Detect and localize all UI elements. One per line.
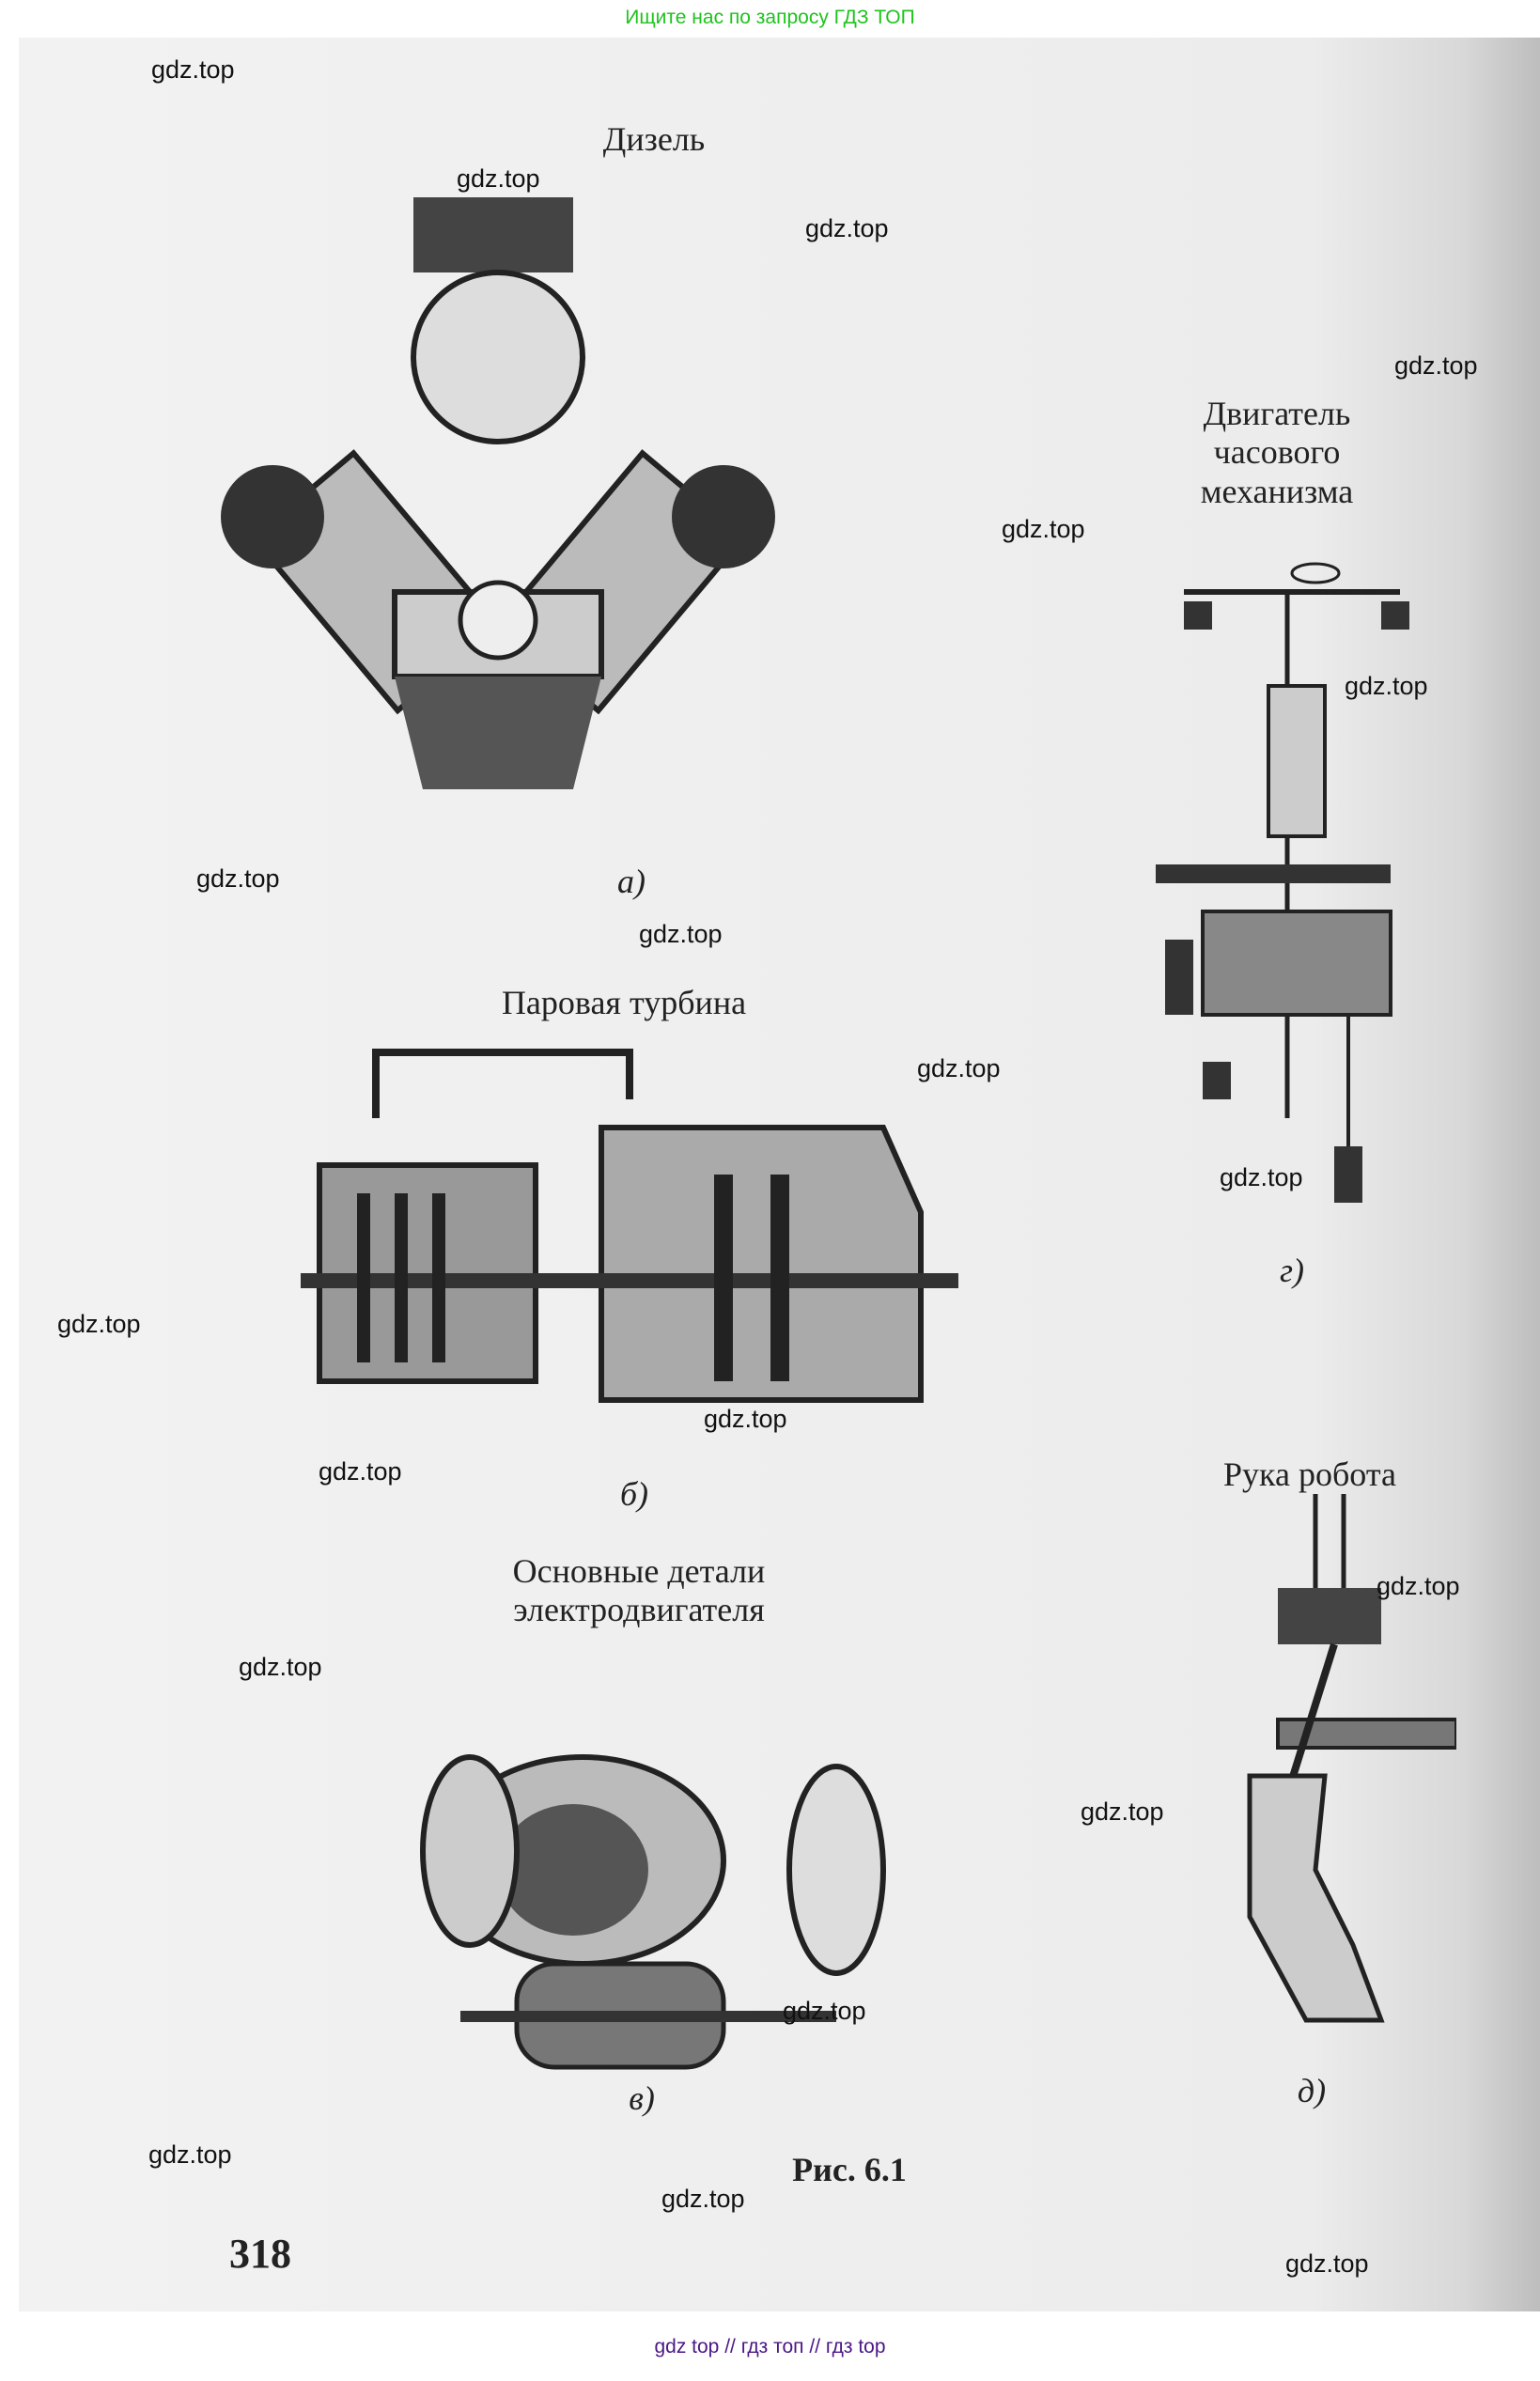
clock-title-line-2: часового [1213,433,1341,472]
watermark: gdz.top [805,214,889,242]
motor-title-line-1: Основные детали [512,1552,766,1590]
robot-title: Рука робота [1223,1455,1396,1493]
motor-title-line-2: электродвигателя [513,1591,765,1629]
watermark: gdz.top [148,2140,232,2169]
figure-caption: Рис. 6.1 [792,2151,907,2188]
watermark: gdz.top [1345,672,1428,700]
turbine-title: Паровая турбина [501,984,747,1021]
watermark: gdz.top [917,1054,1001,1082]
watermark: gdz.top [151,55,235,84]
steam-turbine-illustration [301,1049,958,1403]
watermark: gdz.top [457,164,540,193]
watermark: gdz.top [1220,1163,1303,1191]
page-number: 318 [229,2231,291,2277]
watermark: gdz.top [1394,351,1478,380]
top-banner[interactable]: Ищите нас по запросу ГДЗ ТОП [625,7,915,28]
clock-title-line-3: механизма [1200,472,1354,510]
motor-title: Основные детали электродвигателя [404,1552,874,1630]
watermark: gdz.top [57,1310,141,1338]
clock-label: г) [1279,1252,1305,1289]
electric-motor-illustration [420,1754,886,2070]
diesel-title: Дизель [602,120,706,158]
clock-title-line-1: Двигатель [1203,395,1351,432]
watermark: gdz.top [1285,2249,1369,2278]
clock-title: Двигатель часового механизма [1136,395,1418,511]
diesel-label: а) [617,863,646,900]
robot-label: д) [1297,2072,1327,2109]
watermark: gdz.top [783,1997,866,2025]
watermark: gdz.top [319,1457,402,1486]
diesel-engine-illustration [221,197,775,789]
watermark: gdz.top [639,920,723,948]
turbine-label: б) [619,1475,649,1513]
watermark: gdz.top [239,1653,322,1681]
watermark: gdz.top [1081,1797,1164,1826]
bottom-banner[interactable]: gdz top // гдз топ // гдз top [654,2336,886,2358]
watermark: gdz.top [661,2185,745,2213]
robot-arm-illustration [1247,1494,1456,2023]
motor-label: в) [629,2079,655,2117]
watermark: gdz.top [1377,1572,1460,1600]
watermark: gdz.top [1002,515,1085,543]
watermark: gdz.top [704,1405,787,1433]
clock-mechanism-illustration [1156,562,1409,1203]
watermark: gdz.top [196,864,280,893]
